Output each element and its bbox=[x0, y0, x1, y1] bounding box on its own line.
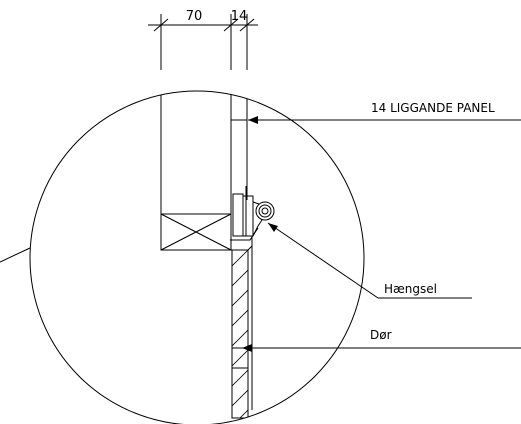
door-leader bbox=[242, 344, 521, 352]
dimension-line bbox=[148, 14, 258, 70]
dimension-width-label: 70 bbox=[186, 9, 203, 24]
hinge-label: Hængsel bbox=[384, 282, 437, 296]
panel-label: 14 LIGGANDE PANEL bbox=[371, 101, 495, 115]
dimension-gap-label: 14 bbox=[231, 9, 248, 24]
hinge-leader bbox=[267, 222, 472, 299]
panel-leader bbox=[248, 116, 521, 124]
panel bbox=[231, 91, 248, 200]
door-label: Dør bbox=[370, 328, 392, 342]
section-block bbox=[160, 213, 232, 251]
frame-post bbox=[160, 91, 232, 251]
detail-circle bbox=[29, 90, 365, 424]
door bbox=[231, 236, 253, 419]
hinge bbox=[230, 186, 275, 241]
detail-leader-line bbox=[0, 247, 31, 263]
